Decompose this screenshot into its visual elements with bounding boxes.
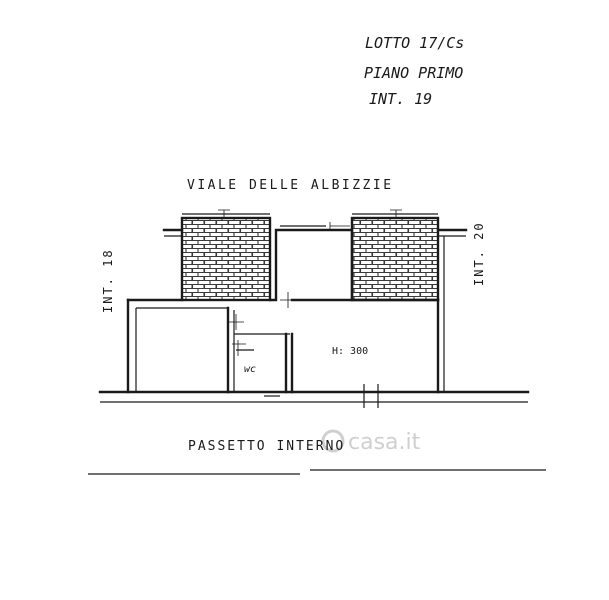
height-label: H: 300 (332, 346, 368, 357)
top-walls (162, 228, 468, 237)
watermark-text: casa.it (348, 430, 421, 455)
watermark: casa.it (321, 429, 421, 455)
right-balcony (350, 209, 440, 302)
interno-label: INT. 19 (369, 90, 432, 108)
lotto-label: LOTTO 17/Cs (365, 34, 464, 52)
piano-label: PIANO PRIMO (364, 64, 463, 82)
door-marks (228, 292, 379, 408)
left-balcony (180, 209, 272, 302)
corridor-label: PASSETTO INTERNO (188, 439, 345, 454)
right-neighbor-label: INT. 20 (472, 221, 486, 286)
loggia (274, 222, 354, 300)
corridor-lines (88, 469, 546, 475)
left-neighbor-label: INT. 18 (101, 248, 115, 313)
wc-label: wc (244, 364, 256, 375)
street-label: VIALE DELLE ALBIZZIE (187, 178, 394, 193)
interior-walls (136, 298, 354, 394)
outer-walls (98, 236, 530, 403)
